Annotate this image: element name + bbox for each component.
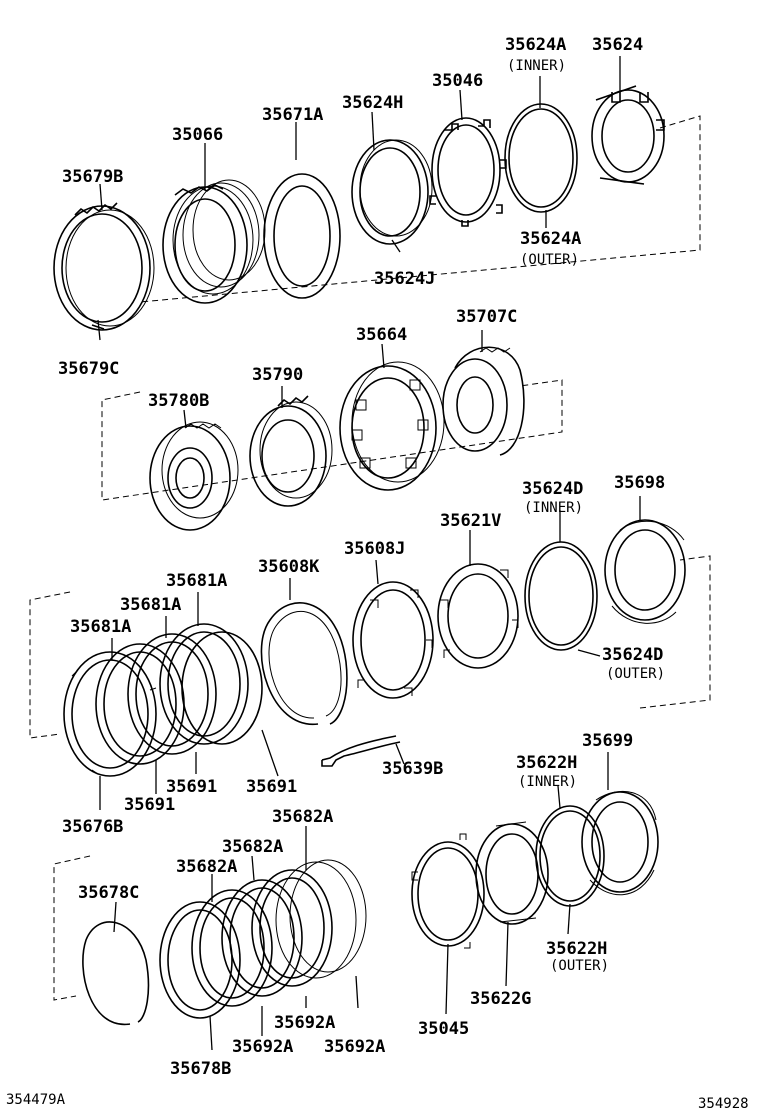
footer-drawing-code-left: 354479A <box>6 1092 66 1108</box>
label-35681A-3[interactable]: 35681A <box>70 617 131 637</box>
label-35678B[interactable]: 35678B <box>170 1059 231 1079</box>
part-35664-drawing[interactable] <box>339 361 445 491</box>
label-35664[interactable]: 35664 <box>356 325 407 345</box>
label-35622H-inner[interactable]: 35622H <box>516 753 577 773</box>
label-35790[interactable]: 35790 <box>252 365 303 385</box>
label-35622H-outer-note: (OUTER) <box>550 958 609 974</box>
part-35780B-drawing[interactable] <box>149 421 239 531</box>
label-35624J[interactable]: 35624J <box>374 269 435 289</box>
leader-lines <box>97 56 641 1051</box>
label-35692A-2[interactable]: 35692A <box>232 1037 293 1057</box>
part-35624H-drawing[interactable] <box>351 139 433 245</box>
label-35066[interactable]: 35066 <box>172 125 223 145</box>
label-35707C[interactable]: 35707C <box>456 307 517 327</box>
part-35624-drawing[interactable] <box>591 85 665 185</box>
label-35691-2[interactable]: 35691 <box>246 777 297 797</box>
label-35622G[interactable]: 35622G <box>470 989 531 1009</box>
label-35681A-1[interactable]: 35681A <box>166 571 227 591</box>
label-35780B[interactable]: 35780B <box>148 391 209 411</box>
part-35790-drawing[interactable] <box>249 395 333 507</box>
label-35624D-outer-note: (OUTER) <box>606 666 665 682</box>
part-35608J-drawing[interactable] <box>352 581 434 699</box>
label-35624H[interactable]: 35624H <box>342 93 403 113</box>
label-35679C[interactable]: 35679C <box>58 359 119 379</box>
assembly-axis-row2 <box>101 379 563 501</box>
part-35624A-drawing[interactable] <box>504 103 578 213</box>
label-35045[interactable]: 35045 <box>418 1019 469 1039</box>
label-35692A-1[interactable]: 35692A <box>274 1013 335 1033</box>
part-35678B-drawing[interactable] <box>159 901 241 1019</box>
part-35676B-drawing[interactable] <box>63 651 157 777</box>
label-35691-3[interactable]: 35691 <box>124 795 175 815</box>
part-35691-plate-drawing[interactable] <box>181 631 263 745</box>
label-35698[interactable]: 35698 <box>614 473 665 493</box>
label-35682A-2[interactable]: 35682A <box>222 837 283 857</box>
part-35066-drawing[interactable] <box>162 179 266 304</box>
part-35045-drawing[interactable] <box>411 833 485 949</box>
label-35682A-3[interactable]: 35682A <box>176 857 237 877</box>
part-35678C-drawing[interactable] <box>82 921 150 1025</box>
label-35608J[interactable]: 35608J <box>344 539 405 559</box>
part-35624D-drawing[interactable] <box>524 541 598 651</box>
label-35671A[interactable]: 35671A <box>262 105 323 125</box>
part-35679B-drawing[interactable] <box>53 202 155 331</box>
label-35678C[interactable]: 35678C <box>78 883 139 903</box>
part-35682A-disc-2-drawing[interactable] <box>221 879 303 997</box>
label-35046[interactable]: 35046 <box>432 71 483 91</box>
part-35608K-drawing[interactable] <box>260 602 348 725</box>
label-35624A-inner-note: (INNER) <box>507 58 566 74</box>
label-35622H-inner-note: (INNER) <box>518 774 577 790</box>
part-35699-drawing[interactable] <box>581 790 659 896</box>
label-35691-1[interactable]: 35691 <box>166 777 217 797</box>
part-number-labels: 35679B 35679C 35066 35671A 35624H 35624J… <box>6 35 749 1112</box>
label-35692A-3[interactable]: 35692A <box>324 1037 385 1057</box>
label-35608K[interactable]: 35608K <box>258 557 320 577</box>
part-35692A-plates-drawing[interactable] <box>275 859 367 979</box>
part-35698-drawing[interactable] <box>604 519 686 624</box>
label-35624D-inner-note: (INNER) <box>524 500 583 516</box>
label-35621V[interactable]: 35621V <box>440 511 501 531</box>
label-35622H-outer[interactable]: 35622H <box>546 939 607 959</box>
part-35681A-disc-3-drawing[interactable] <box>159 623 249 745</box>
assembly-axis-row1 <box>139 115 701 303</box>
label-35624A-inner[interactable]: 35624A <box>505 35 566 55</box>
label-35639B[interactable]: 35639B <box>382 759 443 779</box>
label-35699[interactable]: 35699 <box>582 731 633 751</box>
label-35681A-2[interactable]: 35681A <box>120 595 181 615</box>
label-35679B[interactable]: 35679B <box>62 167 123 187</box>
part-35639B-drawing[interactable] <box>321 735 401 767</box>
part-35682A-disc-3-drawing[interactable] <box>251 869 333 987</box>
part-35682A-disc-1-drawing[interactable] <box>191 889 273 1007</box>
label-35624A-outer[interactable]: 35624A <box>520 229 581 249</box>
part-35707C-drawing[interactable] <box>442 346 525 456</box>
part-35621V-drawing[interactable] <box>437 563 519 669</box>
part-35046-drawing[interactable] <box>429 117 507 227</box>
label-35624A-outer-note: (OUTER) <box>520 252 579 268</box>
label-35676B[interactable]: 35676B <box>62 817 123 837</box>
label-35624[interactable]: 35624 <box>592 35 643 55</box>
assembly-axis-row4 <box>53 855 91 1001</box>
part-35671A-drawing[interactable] <box>263 173 341 299</box>
label-35624D-outer[interactable]: 35624D <box>602 645 663 665</box>
label-35682A-1[interactable]: 35682A <box>272 807 333 827</box>
footer-drawing-code-right: 354928 <box>698 1096 749 1112</box>
label-35624D-inner[interactable]: 35624D <box>522 479 583 499</box>
assembly-axis-row3 <box>29 555 711 739</box>
